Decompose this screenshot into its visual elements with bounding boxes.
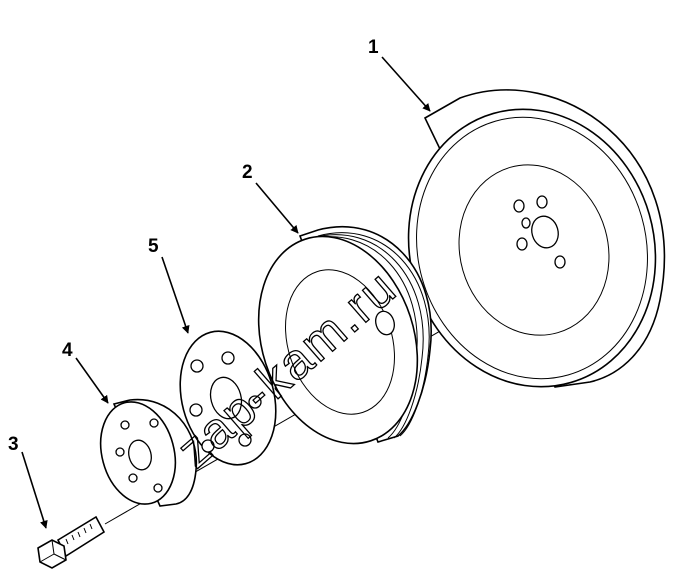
callout-arrow-4	[75, 357, 109, 404]
callout-label-1: 1	[368, 37, 379, 58]
callout-label-3: 3	[8, 434, 19, 455]
callout-arrow-1	[381, 56, 431, 112]
callout-arrow-2	[255, 182, 299, 234]
part-2-crankshaft-pulley	[257, 225, 432, 445]
part-3-bolt	[37, 515, 106, 569]
part-5-spacer-plate	[179, 330, 277, 466]
callout-arrows	[21, 56, 431, 529]
callout-arrow-5	[161, 256, 190, 334]
callout-label-4: 4	[62, 340, 73, 361]
callout-label-2: 2	[242, 162, 253, 183]
callout-arrow-3	[21, 451, 48, 529]
callout-label-5: 5	[148, 236, 159, 257]
part-4-washer-plate	[99, 398, 198, 507]
